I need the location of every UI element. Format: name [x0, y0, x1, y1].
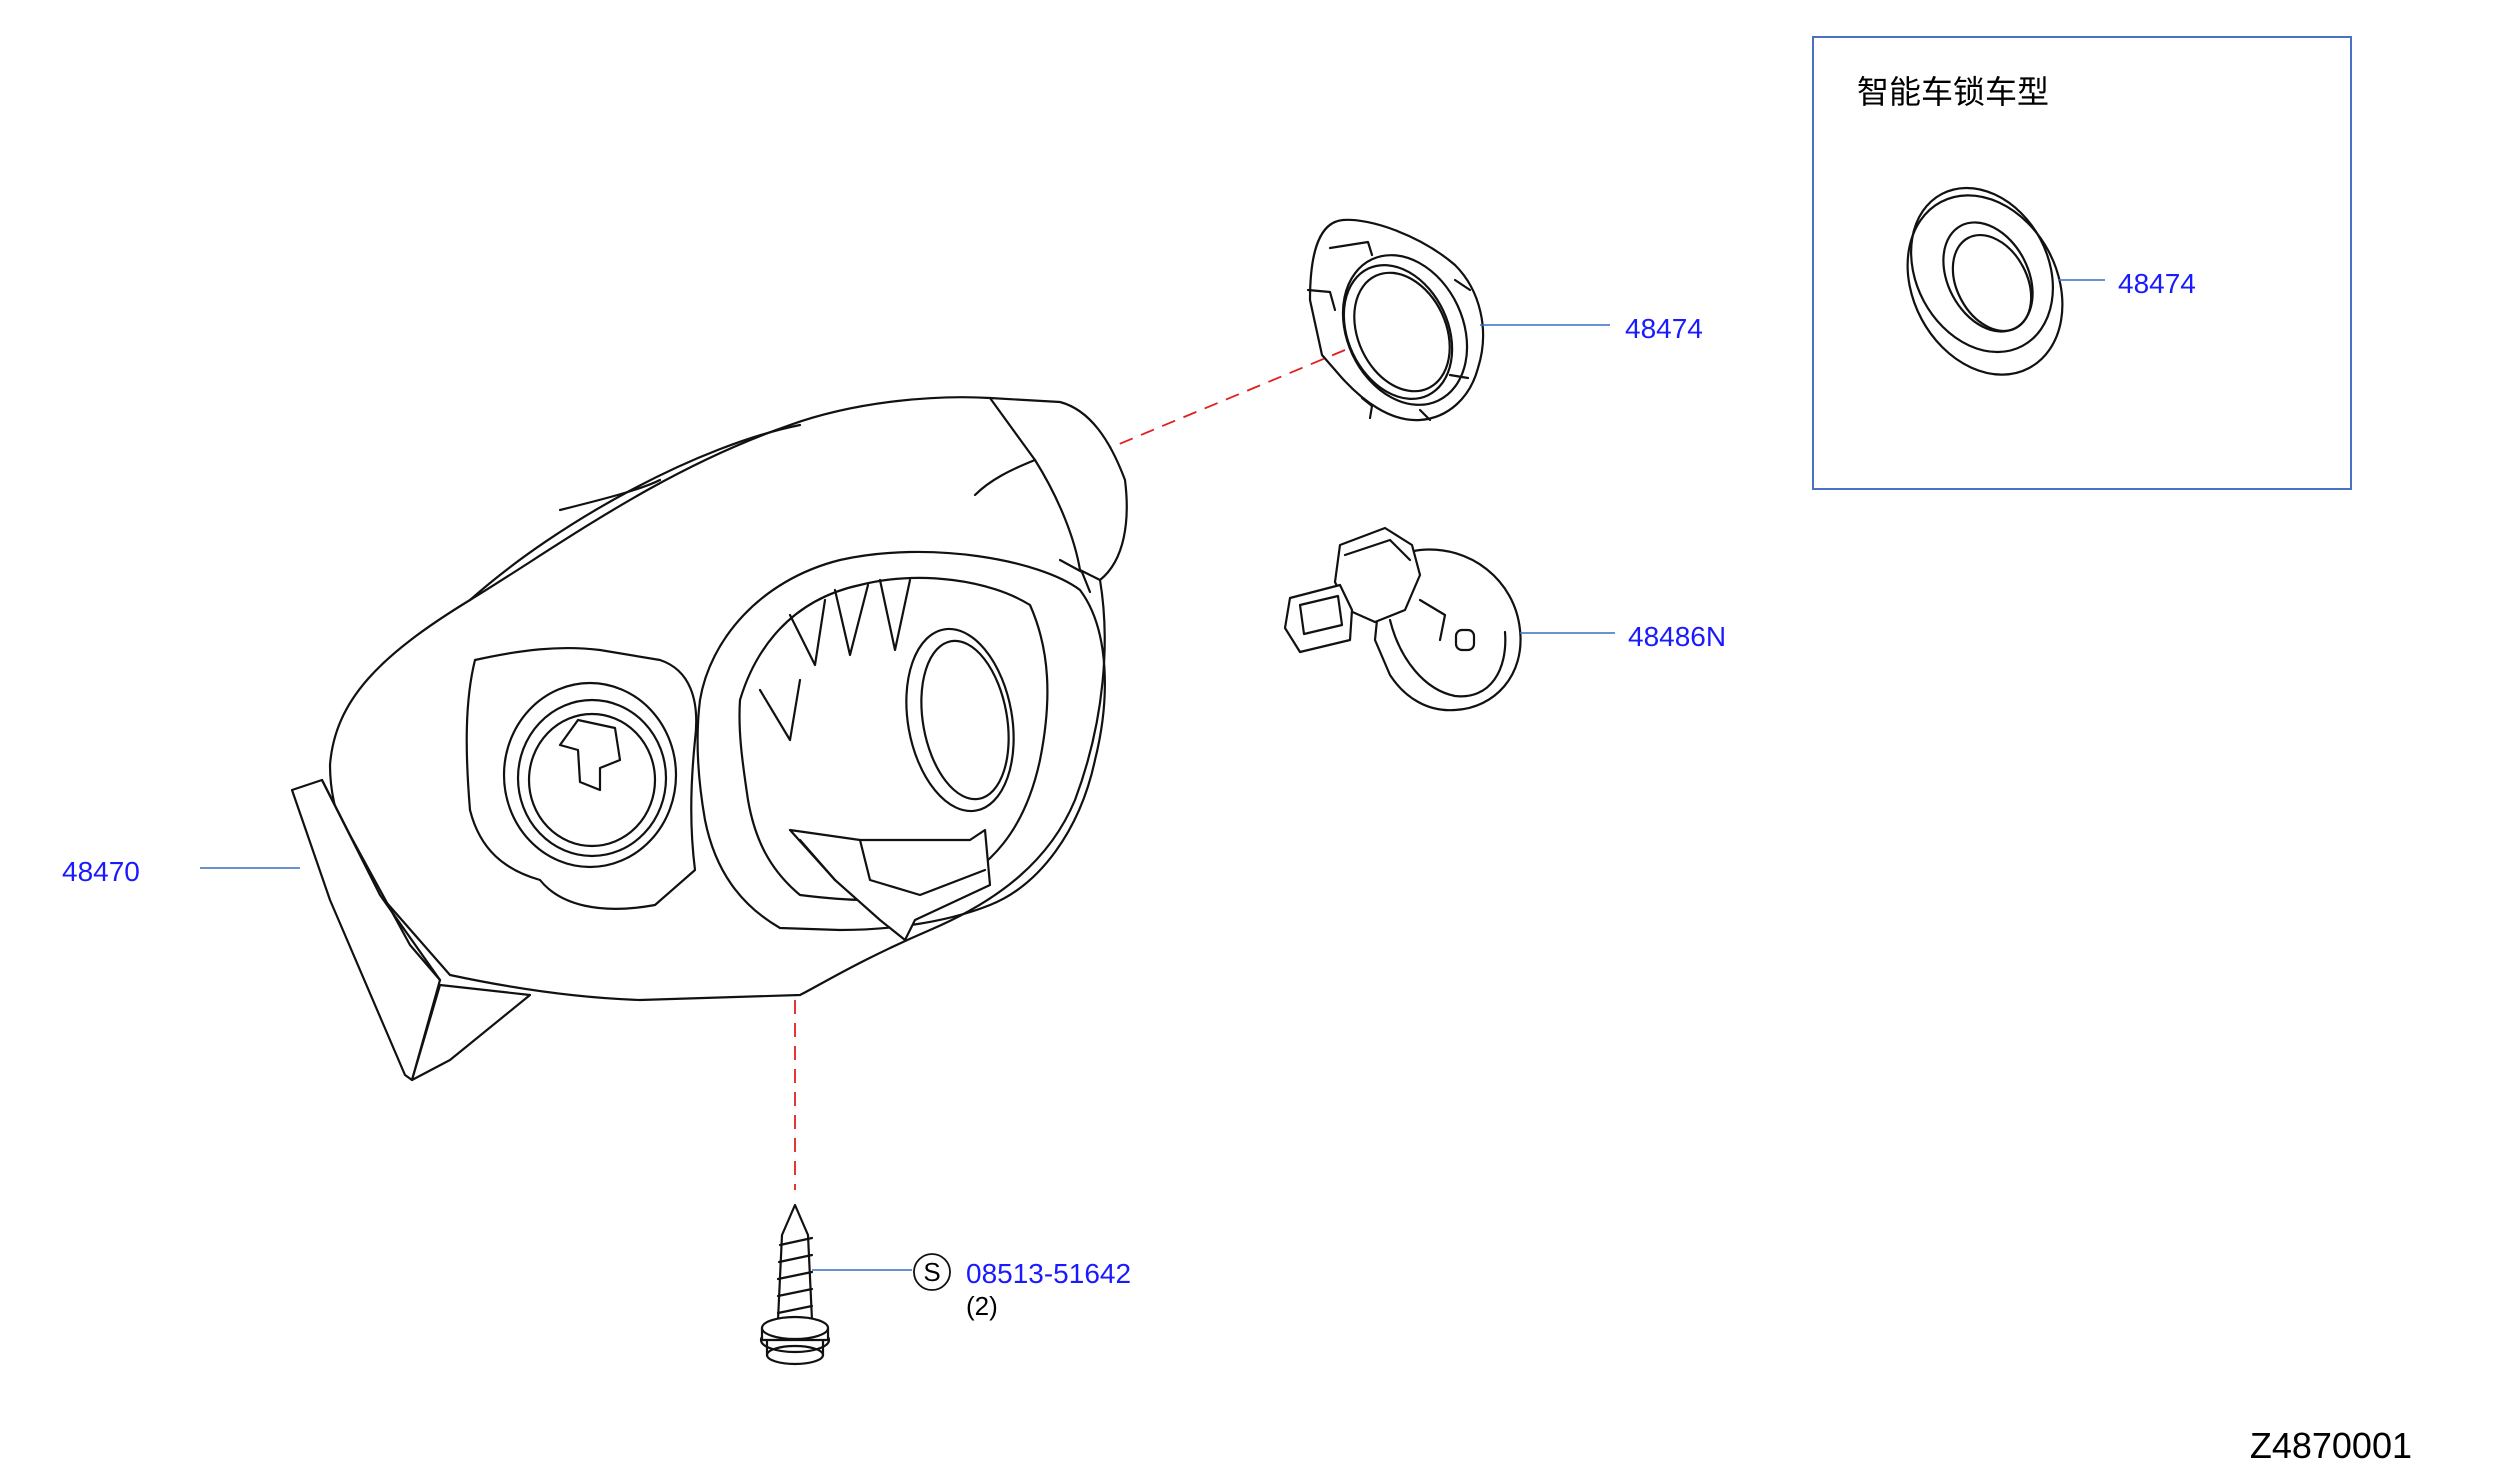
inset-title: 智能车锁车型	[1857, 73, 2049, 111]
cover-illustration	[290, 396, 1128, 1082]
ring-illustration	[1306, 218, 1485, 422]
diagram-code: Z4870001	[2250, 1425, 2412, 1466]
inset-part-number[interactable]: 48474	[2118, 268, 2196, 299]
cover-part-number[interactable]: 48470	[62, 856, 140, 887]
inset-ring-illustration	[1906, 186, 2064, 376]
antenna-part-number[interactable]: 48486N	[1628, 621, 1726, 652]
screw-symbol-circle	[913, 1253, 951, 1291]
screw-illustration	[759, 1203, 831, 1366]
screw-part-number[interactable]: 08513-51642	[966, 1258, 1131, 1289]
screw-quantity: (2)	[966, 1291, 998, 1321]
ring-connector-dashed	[1099, 349, 1346, 453]
antenna-illustration	[1283, 526, 1522, 712]
screw-symbol: S	[923, 1257, 940, 1287]
inset-box	[1812, 36, 2352, 490]
ring-part-number[interactable]: 48474	[1625, 313, 1703, 344]
